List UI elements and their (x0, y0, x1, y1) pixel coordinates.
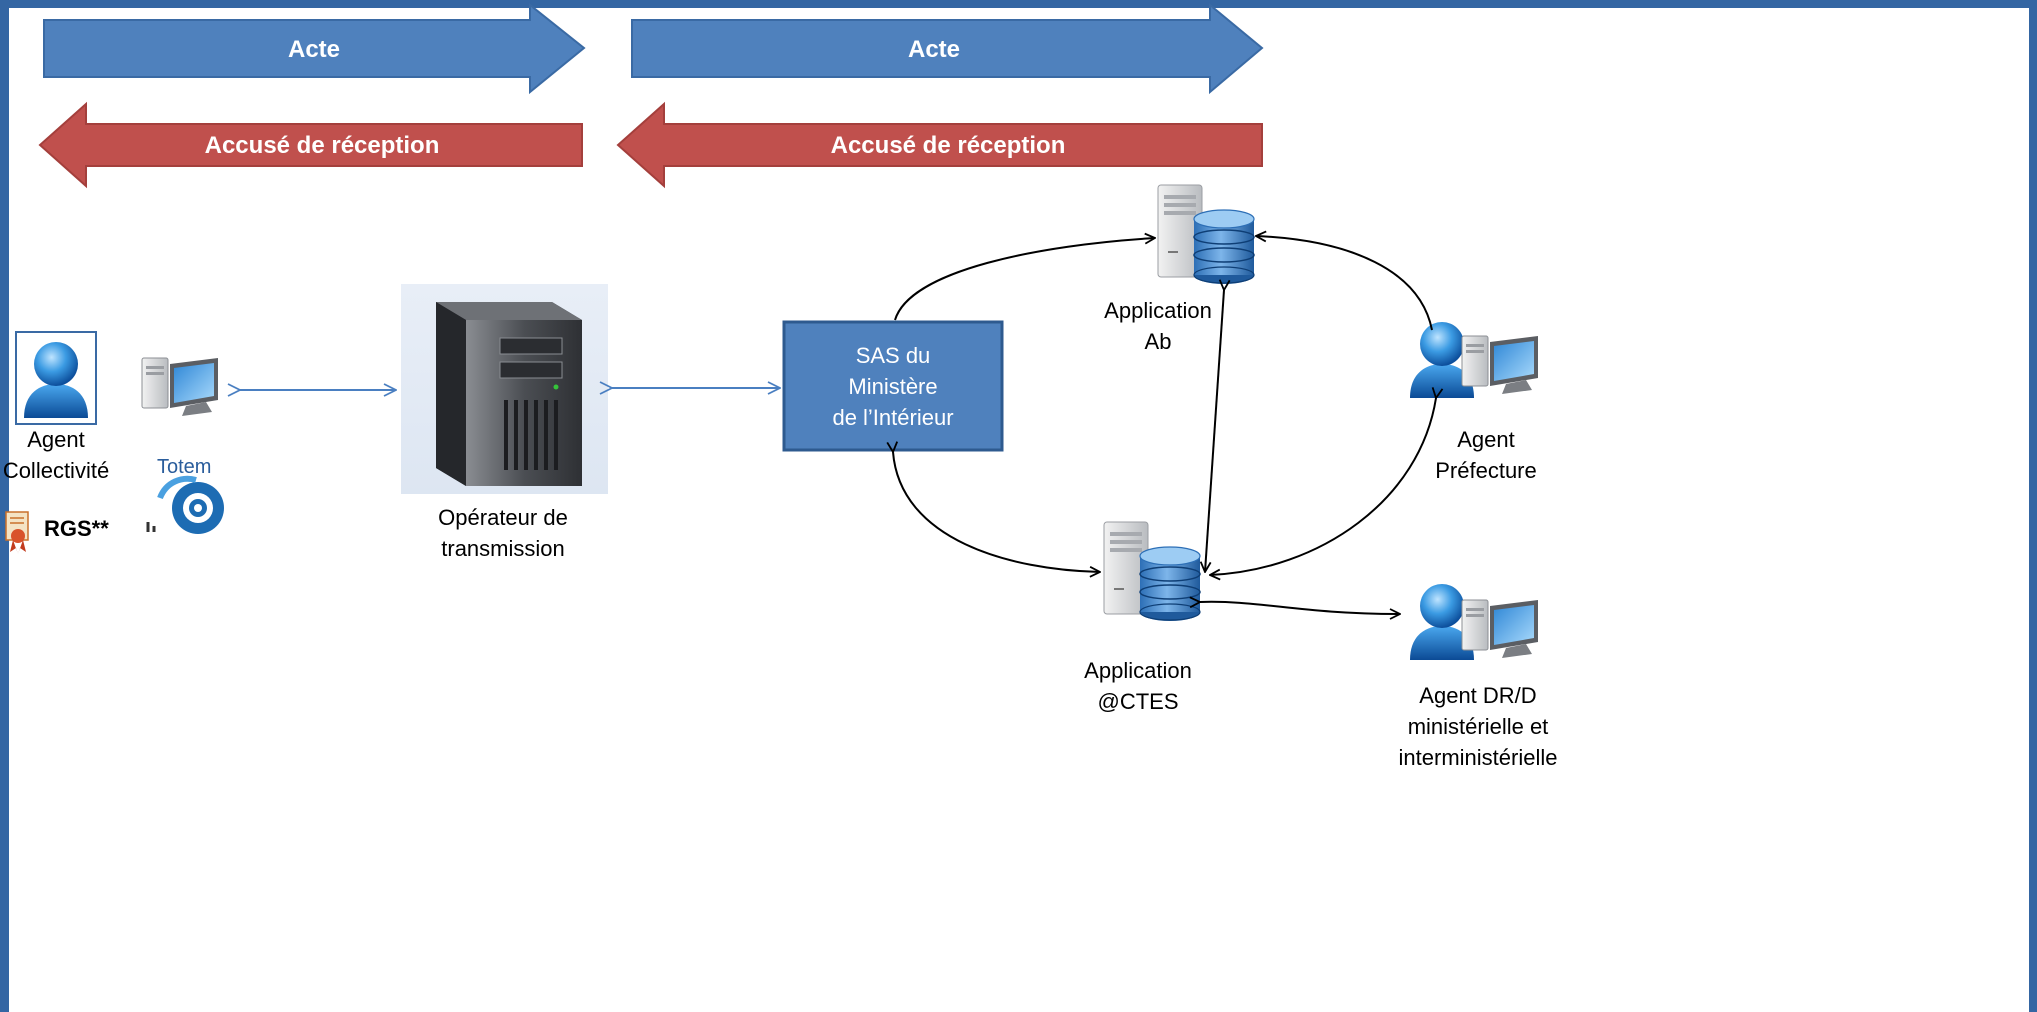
application-ab-label-1: Application (1104, 298, 1212, 323)
sas-label-1: SAS du (856, 343, 931, 368)
sas-box (782, 320, 1004, 452)
link-prefecture-actes (1210, 398, 1436, 575)
link-sas-actes (893, 452, 1100, 572)
agent-collectivite-label-1: Agent (27, 427, 85, 452)
ack-arrow-right-label: Accusé de réception (831, 132, 1066, 159)
operateur-server-icon (436, 302, 582, 486)
application-actes-label-1: Application (1084, 658, 1192, 683)
agent-collectivite-label-2: Collectivité (3, 458, 109, 483)
agent-dr-label-1: Agent DR/D (1419, 683, 1536, 708)
sas-label-2: Ministère (848, 374, 937, 399)
totem-logo-text: Totem (157, 456, 211, 478)
totem-logo: Totem (146, 456, 224, 534)
ack-arrow-left (38, 101, 583, 189)
ack-arrow-right (616, 101, 1263, 189)
agent-dr-label-2: ministérielle et (1408, 714, 1549, 739)
acte-arrow-left (43, 2, 586, 95)
acte-arrow-right-label: Acte (908, 36, 960, 63)
acte-arrow-right (631, 2, 1264, 95)
agent-prefecture-label-2: Préfecture (1435, 458, 1537, 483)
application-actes-label-2: @CTES (1097, 689, 1178, 714)
acte-arrow-left-label: Acte (288, 36, 340, 63)
agent-prefecture-label-1: Agent (1457, 427, 1515, 452)
link-sas-to-ab (894, 238, 1155, 321)
link-actes-dr (1200, 602, 1400, 614)
application-ab-label-2: Ab (1145, 329, 1172, 354)
operateur-label-2: transmission (441, 536, 564, 561)
ack-arrow-left-label: Accusé de réception (205, 132, 440, 159)
agent-dr-label-3: interministérielle (1399, 745, 1558, 770)
link-prefecture-to-ab (1256, 236, 1433, 331)
rgs-label: RGS** (44, 516, 109, 541)
sas-label-3: de l’Intérieur (832, 405, 953, 430)
operateur-label-1: Opérateur de (438, 505, 568, 530)
rgs-certificate-icon (5, 511, 29, 554)
